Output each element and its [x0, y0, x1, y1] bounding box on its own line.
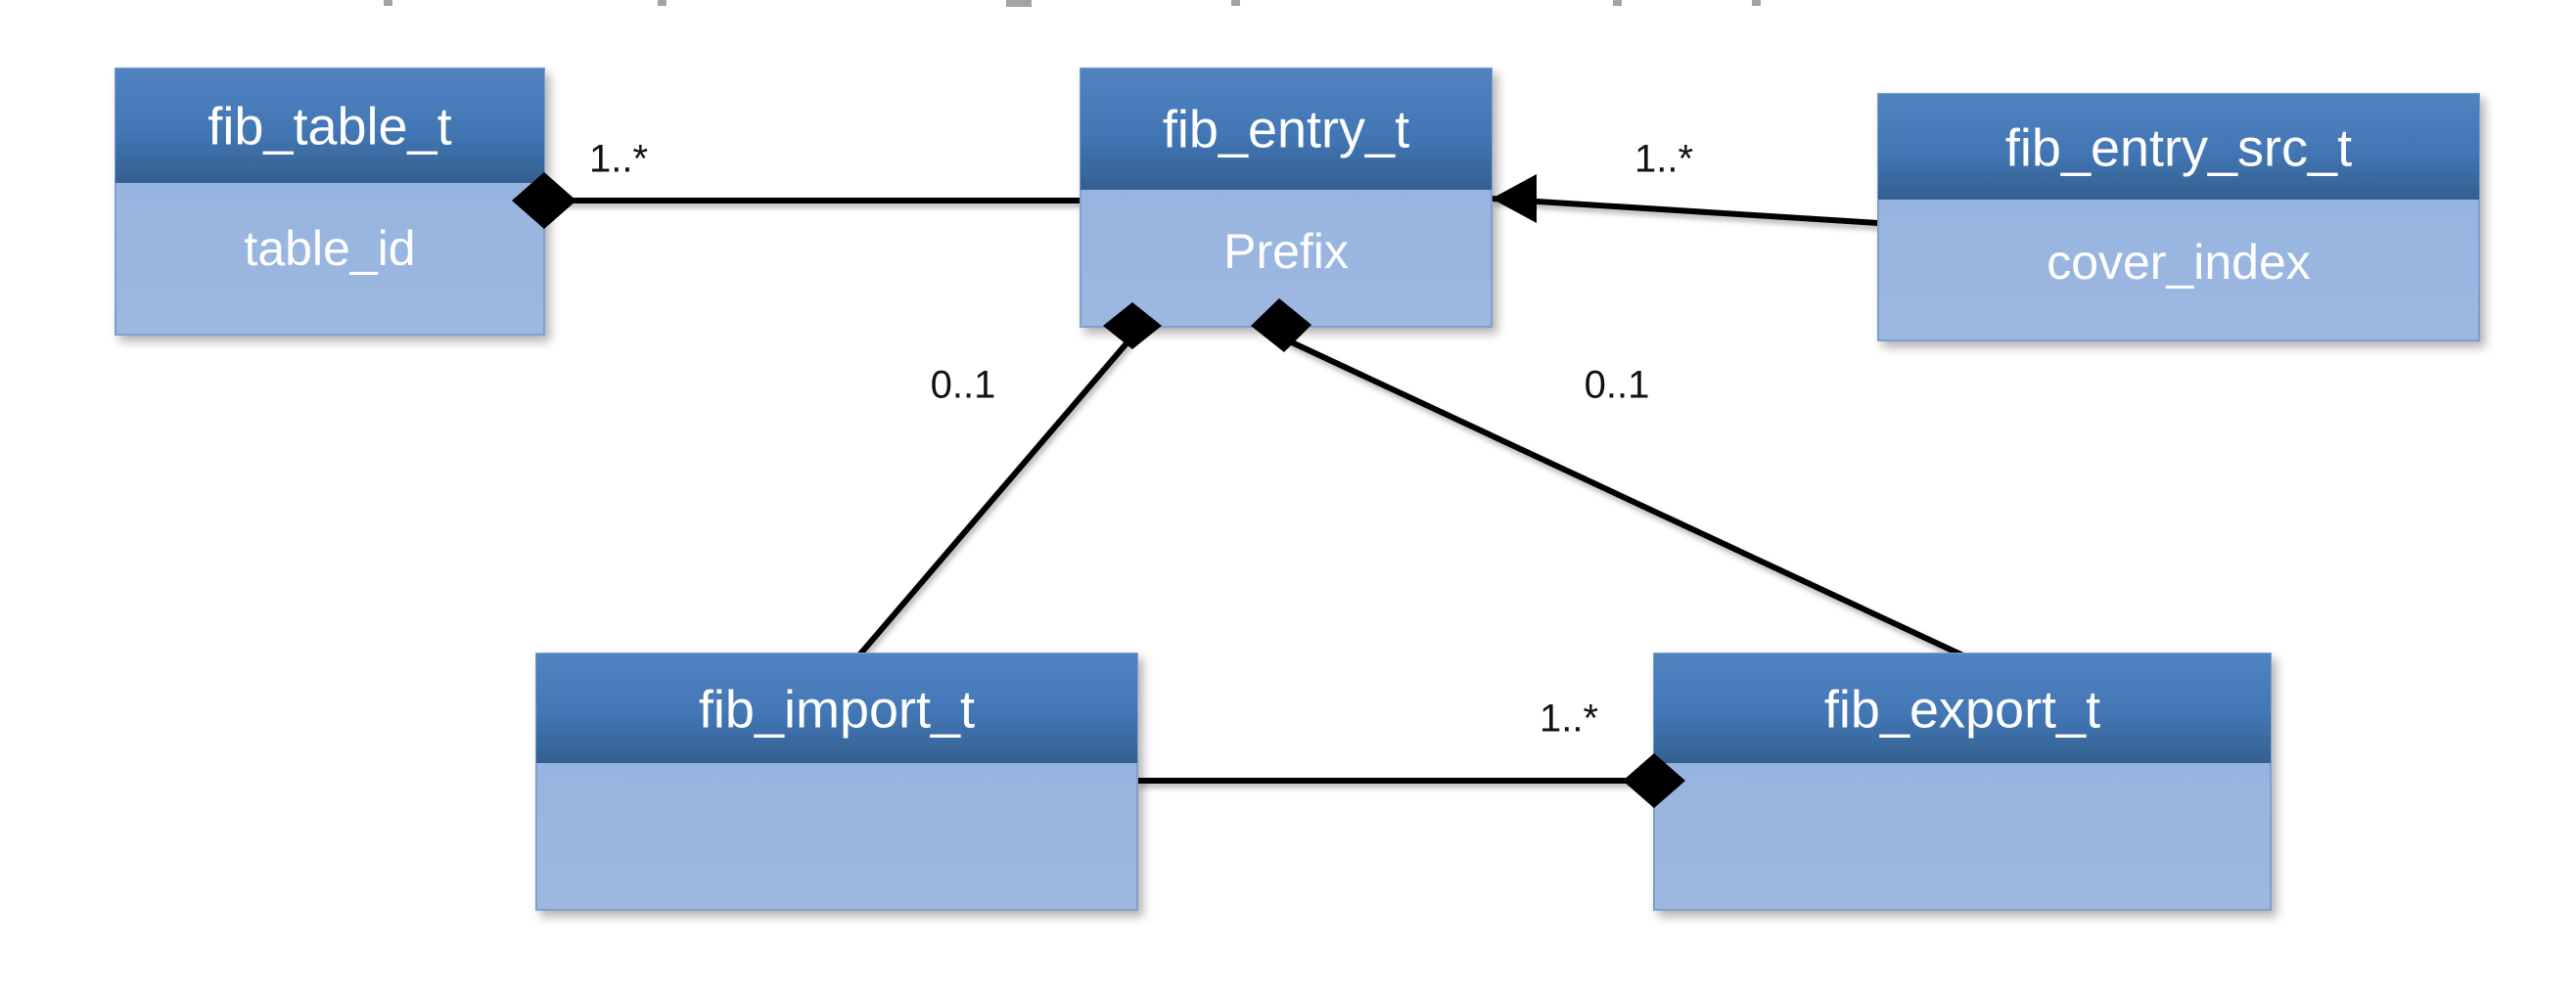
edge-entry-to-export	[1277, 334, 1969, 660]
composition-diamond-entry-export	[1251, 298, 1311, 352]
class-title-fib-entry-t: fib_entry_t	[1163, 100, 1409, 158]
class-header-fib-table-t	[115, 68, 544, 183]
class-header-fib-entry-t	[1081, 68, 1492, 190]
relationship-markers	[512, 172, 1685, 808]
class-attribute-fib-table-t: table_id	[244, 221, 415, 276]
class-title-fib-export-t: fib_export_t	[1824, 680, 2100, 739]
class-header-fib-export-t	[1654, 654, 2271, 763]
class-title-fib-import-t: fib_import_t	[699, 680, 975, 739]
class-box-fib-entry-t[interactable]	[1080, 68, 1493, 328]
clipped-top-text-row	[384, 0, 1761, 7]
edge-entry-to-entry-src	[1491, 196, 1879, 226]
multiplicity-label-table-entry: 1..*	[589, 138, 648, 181]
composition-diamond-import-export	[1623, 753, 1685, 808]
class-attribute-fib-entry-src-t: cover_index	[2047, 235, 2311, 290]
multiplicity-labels: 1..* 1..* 0..1 0..1 1..*	[589, 138, 1693, 741]
class-box-fib-entry-src-t[interactable]	[1877, 93, 2480, 341]
class-title-fib-table-t: fib_table_t	[207, 97, 451, 156]
relationship-edges	[544, 196, 1969, 784]
class-title-fib-entry-src-t: fib_entry_src_t	[2005, 118, 2352, 177]
class-header-fib-import-t	[536, 654, 1137, 763]
class-header-fib-entry-src-t	[1878, 94, 2479, 200]
multiplicity-label-entry-import: 0..1	[931, 364, 996, 407]
multiplicity-label-entry-export: 0..1	[1585, 364, 1650, 407]
composition-diamond-table-entry	[512, 172, 576, 229]
class-box-fib-export-t[interactable]	[1653, 653, 2272, 911]
multiplicity-label-import-export: 1..*	[1540, 698, 1598, 741]
association-arrowhead-entry-src	[1492, 174, 1537, 223]
edge-entry-to-import	[854, 335, 1135, 659]
class-box-fib-table-t[interactable]	[115, 68, 545, 336]
class-box-fib-import-t[interactable]	[535, 653, 1138, 911]
class-attribute-fib-entry-t: Prefix	[1223, 224, 1349, 279]
composition-diamond-entry-import	[1103, 302, 1162, 349]
multiplicity-label-entry-src: 1..*	[1634, 138, 1693, 181]
